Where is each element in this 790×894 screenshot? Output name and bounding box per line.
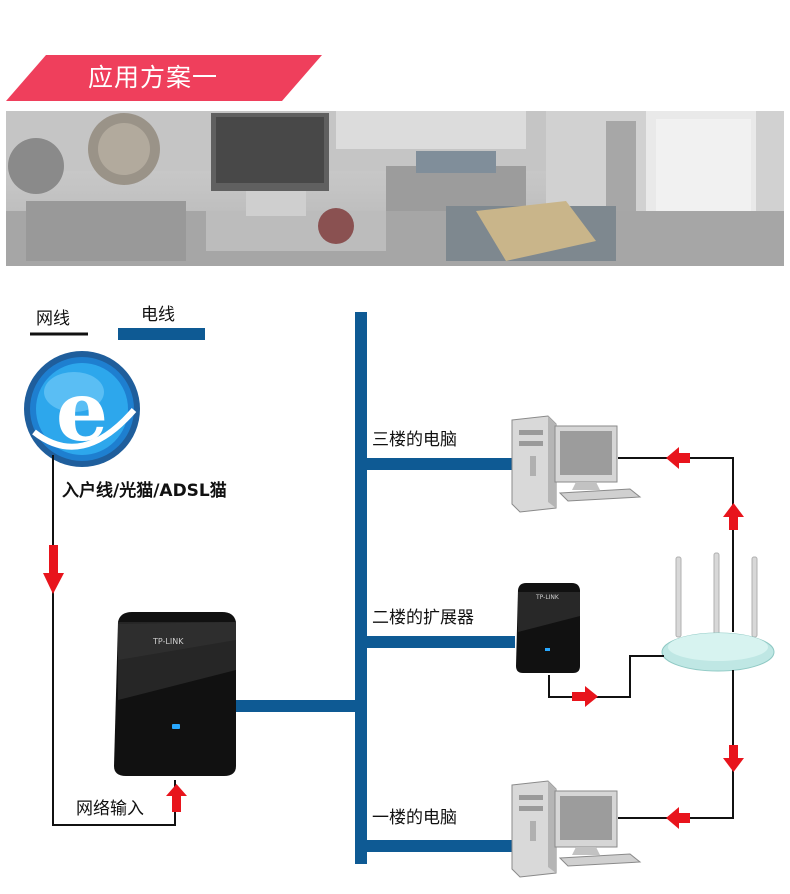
floor3-label: 三楼的电脑 (372, 430, 457, 450)
main-powerline-adapter (114, 612, 236, 776)
legend-power-label: 电线 (141, 305, 175, 325)
arrow-up-network-input (166, 784, 187, 812)
arrow-right-extender (572, 686, 598, 707)
network-input-label: 网络输入 (76, 799, 144, 819)
interior-photo (6, 111, 784, 266)
banner-ribbon (6, 55, 322, 101)
adapter-brand-label: TP-LINK (153, 637, 184, 646)
floor2-label: 二楼的扩展器 (372, 608, 474, 628)
computer-first-floor (511, 780, 642, 878)
wifi-router (661, 552, 775, 672)
arrow-down-router (723, 745, 744, 772)
arrow-up-router (723, 503, 744, 530)
arrow-down-source (43, 545, 64, 594)
extender-brand-label: TP-LINK (536, 594, 559, 601)
powerline-extender (516, 583, 580, 673)
legend-power-line (118, 328, 205, 340)
arrow-left-first-floor (666, 807, 690, 829)
floor1-label: 一楼的电脑 (372, 808, 457, 828)
computer-third-floor (511, 415, 642, 513)
source-label: 入户线/光猫/ADSL猫 (62, 481, 227, 501)
legend-network-label: 网线 (36, 309, 70, 329)
arrow-left-third-floor (666, 447, 690, 469)
internet-icon: e (24, 351, 140, 467)
banner-title: 应用方案一 (88, 63, 219, 92)
